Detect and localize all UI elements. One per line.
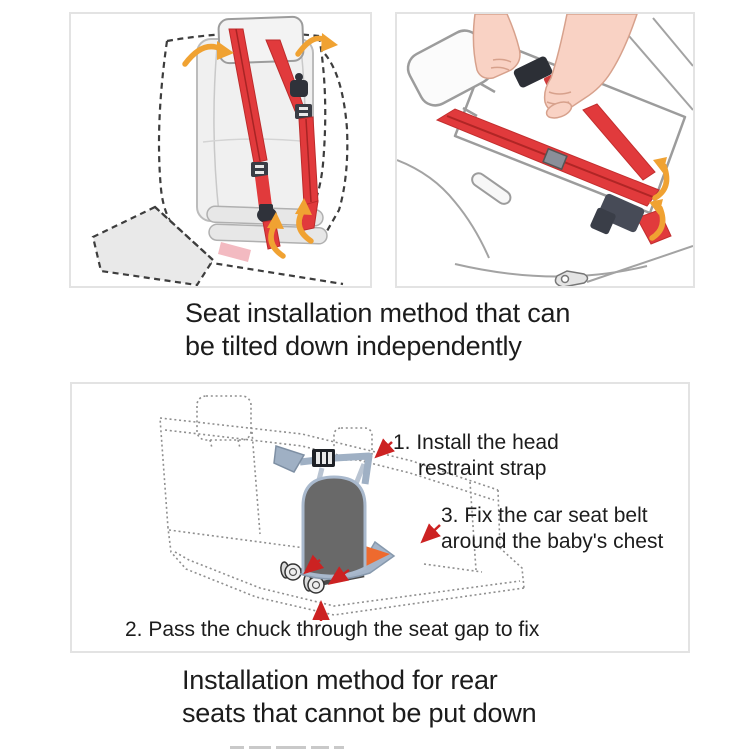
rear-bench-install-panel: 1. Install the head restraint strap 3. F… bbox=[70, 382, 690, 653]
rotate-arrow-heads bbox=[217, 33, 338, 229]
step1-arrow bbox=[374, 438, 395, 459]
annotation-arrows bbox=[312, 438, 441, 621]
strap-dart-anchor bbox=[273, 445, 306, 473]
step3-arrow bbox=[420, 523, 441, 544]
step1-annotation: 1. Install the head restraint strap bbox=[393, 430, 559, 482]
upper-strap bbox=[582, 103, 656, 181]
hands bbox=[472, 14, 638, 119]
strap-faded-segment bbox=[218, 242, 251, 262]
step3-annotation: 3. Fix the car seat belt around the baby… bbox=[441, 503, 663, 555]
car-interior-lines bbox=[397, 17, 693, 283]
chuck-direction-arrows bbox=[303, 554, 350, 585]
tilt-seat-rear-view-panel bbox=[69, 12, 372, 288]
caption-line: seats that cannot be put down bbox=[182, 698, 537, 728]
rear-bench-illustration bbox=[159, 395, 525, 621]
anchor-hook bbox=[554, 270, 589, 286]
rotate-arrow-heads bbox=[649, 157, 667, 215]
tilt-method-caption: Seat installation method that can be til… bbox=[185, 297, 570, 363]
tilt-seat-strap-fastening-panel bbox=[395, 12, 695, 288]
tilted-seat-illustration bbox=[397, 14, 693, 286]
chuck-connector bbox=[280, 561, 325, 594]
seat-handle bbox=[471, 172, 512, 205]
caption-line: be tilted down independently bbox=[185, 331, 522, 361]
caption-line: Seat installation method that can bbox=[185, 298, 571, 328]
strap-buckle bbox=[312, 449, 335, 467]
bench-dotted-outline bbox=[159, 395, 525, 616]
baby-seat-cushion bbox=[362, 545, 390, 566]
main-strap bbox=[435, 108, 660, 207]
left-arm bbox=[472, 14, 521, 80]
baby-seat-illustration bbox=[273, 445, 396, 585]
step3-line1: 3. Fix the car seat belt bbox=[441, 504, 648, 527]
seat-cushion-dashed bbox=[91, 205, 215, 286]
left-hand-fingers bbox=[490, 58, 512, 71]
step3-line2: around the baby's chest bbox=[441, 530, 664, 553]
baby-seat-back bbox=[301, 475, 367, 578]
right-strap bbox=[265, 39, 319, 232]
step1-line1: 1. Install the head bbox=[393, 431, 559, 454]
step2-annotation: 2. Pass the chuck through the seat gap t… bbox=[125, 618, 540, 641]
rear-method-caption: Installation method for rear seats that … bbox=[182, 664, 537, 730]
step1-line2: restraint strap bbox=[418, 457, 547, 480]
seat-rear-illustration bbox=[91, 15, 349, 286]
caption-line: Installation method for rear bbox=[182, 665, 498, 695]
cutoff-text-sliver bbox=[230, 746, 380, 750]
rotate-arrow-icon bbox=[649, 163, 670, 241]
right-thumb bbox=[545, 101, 573, 119]
